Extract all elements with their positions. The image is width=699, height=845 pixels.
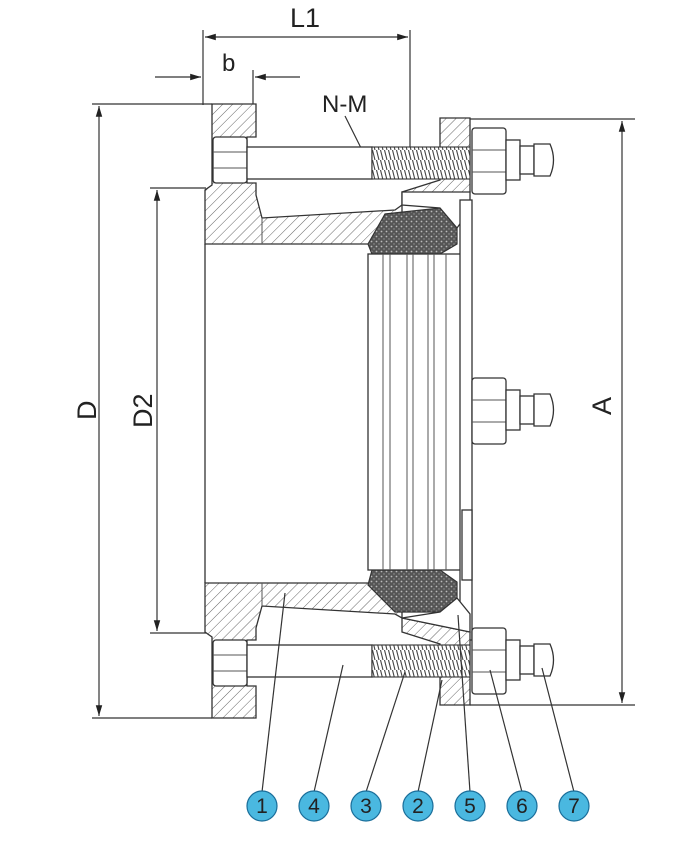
svg-text:5: 5: [464, 795, 476, 818]
leader-lines: [261, 592, 575, 793]
callout-bubbles: 1 4 3 2 5 6 7: [246, 790, 590, 822]
pipe-insert: [367, 230, 462, 595]
top-bolt: [212, 136, 471, 184]
dim-label-A: A: [587, 397, 617, 415]
callout-4: 4: [298, 790, 330, 822]
svg-text:6: 6: [516, 795, 528, 818]
dim-label-L1: L1: [290, 3, 320, 33]
dim-label-b: b: [222, 50, 235, 77]
dim-label-D2: D2: [128, 393, 158, 428]
bottom-nut-assembly: [471, 627, 555, 695]
dimensions: L1 b N-M D D2 A: [72, 3, 635, 719]
callout-7: 7: [558, 790, 590, 822]
middle-nut-assembly: [471, 377, 555, 445]
flange-body: [204, 103, 403, 719]
svg-text:7: 7: [568, 795, 580, 818]
callout-6: 6: [506, 790, 538, 822]
callout-2: 2: [402, 790, 434, 822]
bottom-bolt: [212, 639, 471, 687]
callout-5: 5: [454, 790, 486, 822]
svg-text:3: 3: [360, 795, 372, 818]
rubber-gasket: [367, 207, 458, 613]
gland-ring: [401, 117, 473, 706]
callout-1: 1: [246, 790, 278, 822]
svg-text:2: 2: [412, 795, 424, 818]
callout-3: 3: [350, 790, 382, 822]
dim-label-D: D: [72, 401, 102, 421]
svg-text:1: 1: [256, 795, 268, 818]
svg-text:4: 4: [308, 795, 320, 818]
dim-label-NM: N-M: [322, 91, 367, 118]
top-nut-assembly: [471, 127, 555, 195]
